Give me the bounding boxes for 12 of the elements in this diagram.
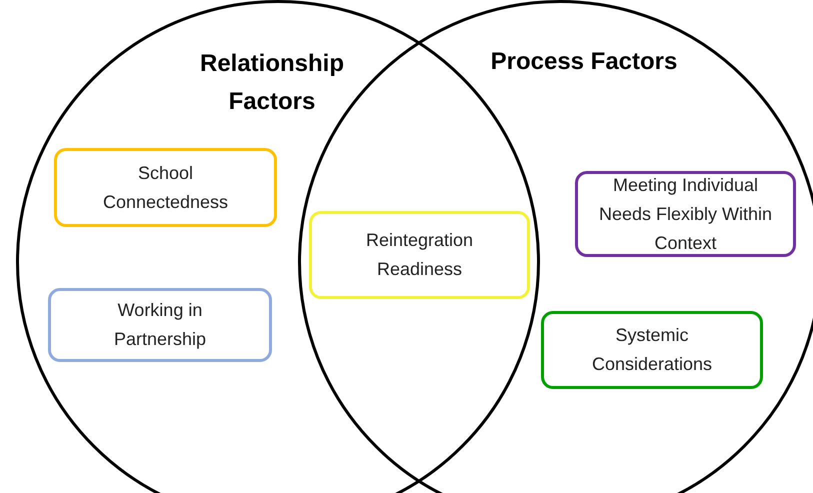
circle-heading: Relationship Factors (198, 49, 345, 117)
factor-box (54, 148, 277, 227)
factor-label: School Connectedness (102, 162, 230, 214)
factor-label: Meeting Individual Needs Flexibly Within Context (598, 174, 774, 254)
factor-box (575, 171, 796, 257)
factor-label: Working in Partnership (112, 299, 208, 351)
factor-label: Systemic Considerations (590, 324, 714, 376)
factor-box (541, 311, 763, 389)
circle-heading: Process Factors (490, 47, 678, 77)
factor-box (48, 288, 272, 362)
factor-label: Reintegration Readiness (364, 229, 474, 281)
factor-box (309, 211, 530, 299)
